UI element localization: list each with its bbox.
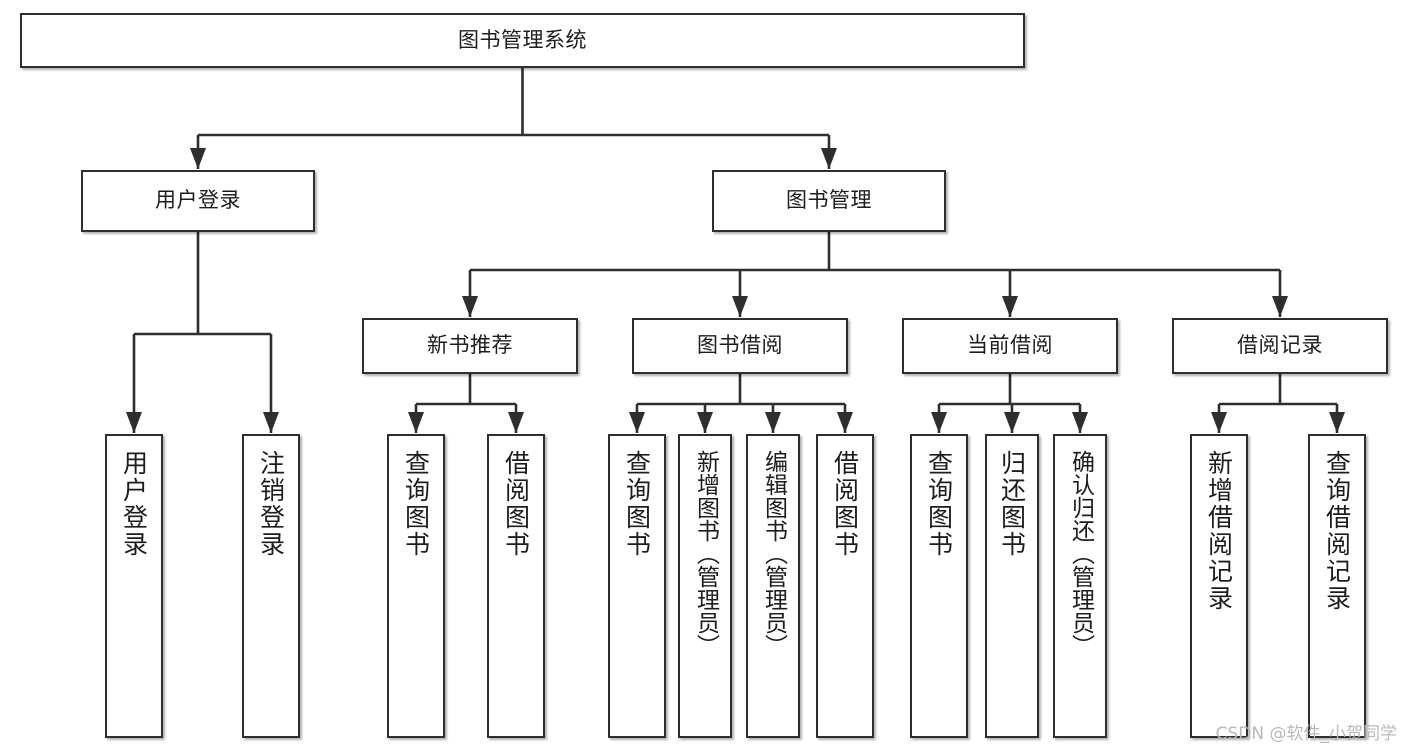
edge-arrowhead	[1002, 296, 1018, 317]
node-label: 新增借阅记录	[1204, 450, 1234, 612]
node-label: 查询图书	[924, 450, 954, 558]
edge-arrowhead	[629, 412, 645, 433]
node-label: 当前借阅	[967, 333, 1053, 358]
node-leaf-add-book[interactable]: 新增图书（管理员）	[678, 434, 732, 738]
edge-arrowhead	[1211, 412, 1227, 433]
node-book-borrow[interactable]: 图书借阅	[632, 318, 848, 374]
node-label: 借阅记录	[1237, 333, 1323, 358]
node-root[interactable]: 图书管理系统	[20, 13, 1025, 68]
edge-arrowhead	[837, 412, 853, 433]
node-label: 借阅图书	[830, 450, 860, 558]
node-leaf-user-login[interactable]: 用户登录	[105, 434, 163, 738]
node-leaf-borrow-book-1[interactable]: 借阅图书	[487, 434, 545, 738]
node-label: 查询图书	[401, 450, 431, 558]
node-leaf-confirm-return[interactable]: 确认归还（管理员）	[1053, 434, 1107, 738]
node-leaf-query-book-2[interactable]: 查询图书	[608, 434, 666, 738]
watermark: CSDN @软件_小贺同学	[1215, 724, 1397, 744]
node-label: 查询借阅记录	[1322, 450, 1352, 612]
node-label: 用户登录	[119, 450, 149, 558]
edge-arrowhead	[190, 148, 206, 169]
edge-arrowhead	[1329, 412, 1345, 433]
node-label: 新书推荐	[427, 333, 513, 358]
node-label: 注销登录	[256, 450, 286, 558]
node-leaf-return-book[interactable]: 归还图书	[985, 434, 1039, 738]
node-current-borrow[interactable]: 当前借阅	[902, 318, 1118, 374]
edge-arrowhead	[1004, 412, 1020, 433]
node-borrow-record[interactable]: 借阅记录	[1172, 318, 1388, 374]
edge-arrowhead	[408, 412, 424, 433]
node-leaf-query-book-3[interactable]: 查询图书	[910, 434, 968, 738]
edge-arrowhead	[697, 412, 713, 433]
node-new-book-rec[interactable]: 新书推荐	[362, 318, 578, 374]
edge-arrowhead	[263, 412, 279, 433]
node-label: 编辑图书（管理员）	[760, 450, 787, 657]
node-label: 图书借阅	[697, 333, 783, 358]
node-leaf-logout[interactable]: 注销登录	[242, 434, 300, 738]
edge-arrowhead	[821, 148, 837, 169]
edge-arrowhead	[126, 412, 142, 433]
node-leaf-edit-book[interactable]: 编辑图书（管理员）	[746, 434, 800, 738]
node-label: 借阅图书	[501, 450, 531, 558]
edge-arrowhead	[462, 296, 478, 317]
edge-arrowhead	[508, 412, 524, 433]
edge-arrowhead	[1072, 412, 1088, 433]
node-label: 新增图书（管理员）	[692, 450, 719, 657]
node-label: 图书管理	[786, 188, 872, 213]
node-label: 图书管理系统	[458, 27, 587, 52]
node-book-manage[interactable]: 图书管理	[712, 170, 946, 232]
node-label: 归还图书	[997, 450, 1027, 558]
node-leaf-query-book-1[interactable]: 查询图书	[387, 434, 445, 738]
edge-arrowhead	[732, 296, 748, 317]
node-leaf-query-record[interactable]: 查询借阅记录	[1308, 434, 1366, 738]
edge-arrowhead	[931, 412, 947, 433]
node-label: 确认归还（管理员）	[1067, 450, 1094, 657]
node-leaf-add-record[interactable]: 新增借阅记录	[1190, 434, 1248, 738]
node-label: 查询图书	[622, 450, 652, 558]
node-user-login[interactable]: 用户登录	[81, 170, 315, 232]
node-label: 用户登录	[155, 188, 241, 213]
edge-arrowhead	[765, 412, 781, 433]
node-leaf-borrow-book-2[interactable]: 借阅图书	[816, 434, 874, 738]
edge-arrowhead	[1272, 296, 1288, 317]
